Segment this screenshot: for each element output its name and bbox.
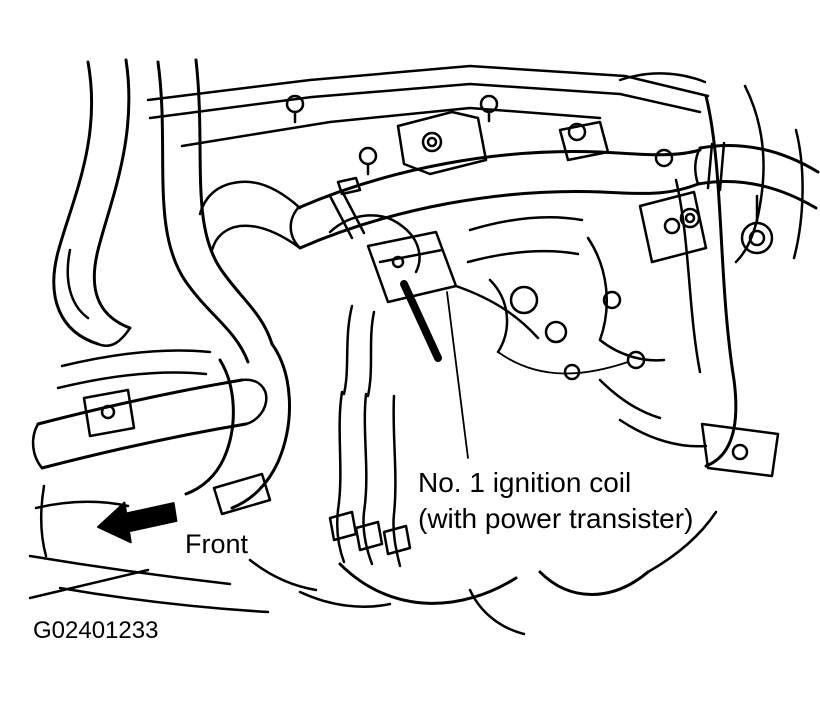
ignition-coil-callout-line2: (with power transister) [418,503,693,534]
bottom-hoses [28,510,718,636]
top-right-hose [679,84,820,264]
ignition-coil [328,214,540,398]
lower-left-hose [31,342,291,558]
valve-cover [146,64,710,176]
figure-code: G02401233 [33,617,158,644]
callout-leader-line [446,291,469,459]
ignition-coil-callout-line1: No. 1 ignition coil [418,467,631,498]
front-arrow-icon [97,501,178,544]
coil-wiring-tubes [328,390,412,568]
main-hose [198,148,702,252]
engine-line-art [28,58,820,636]
engine-block-right [598,94,780,478]
front-label: Front [185,529,249,559]
left-hoses [52,58,274,438]
engine-block-center [466,216,666,381]
